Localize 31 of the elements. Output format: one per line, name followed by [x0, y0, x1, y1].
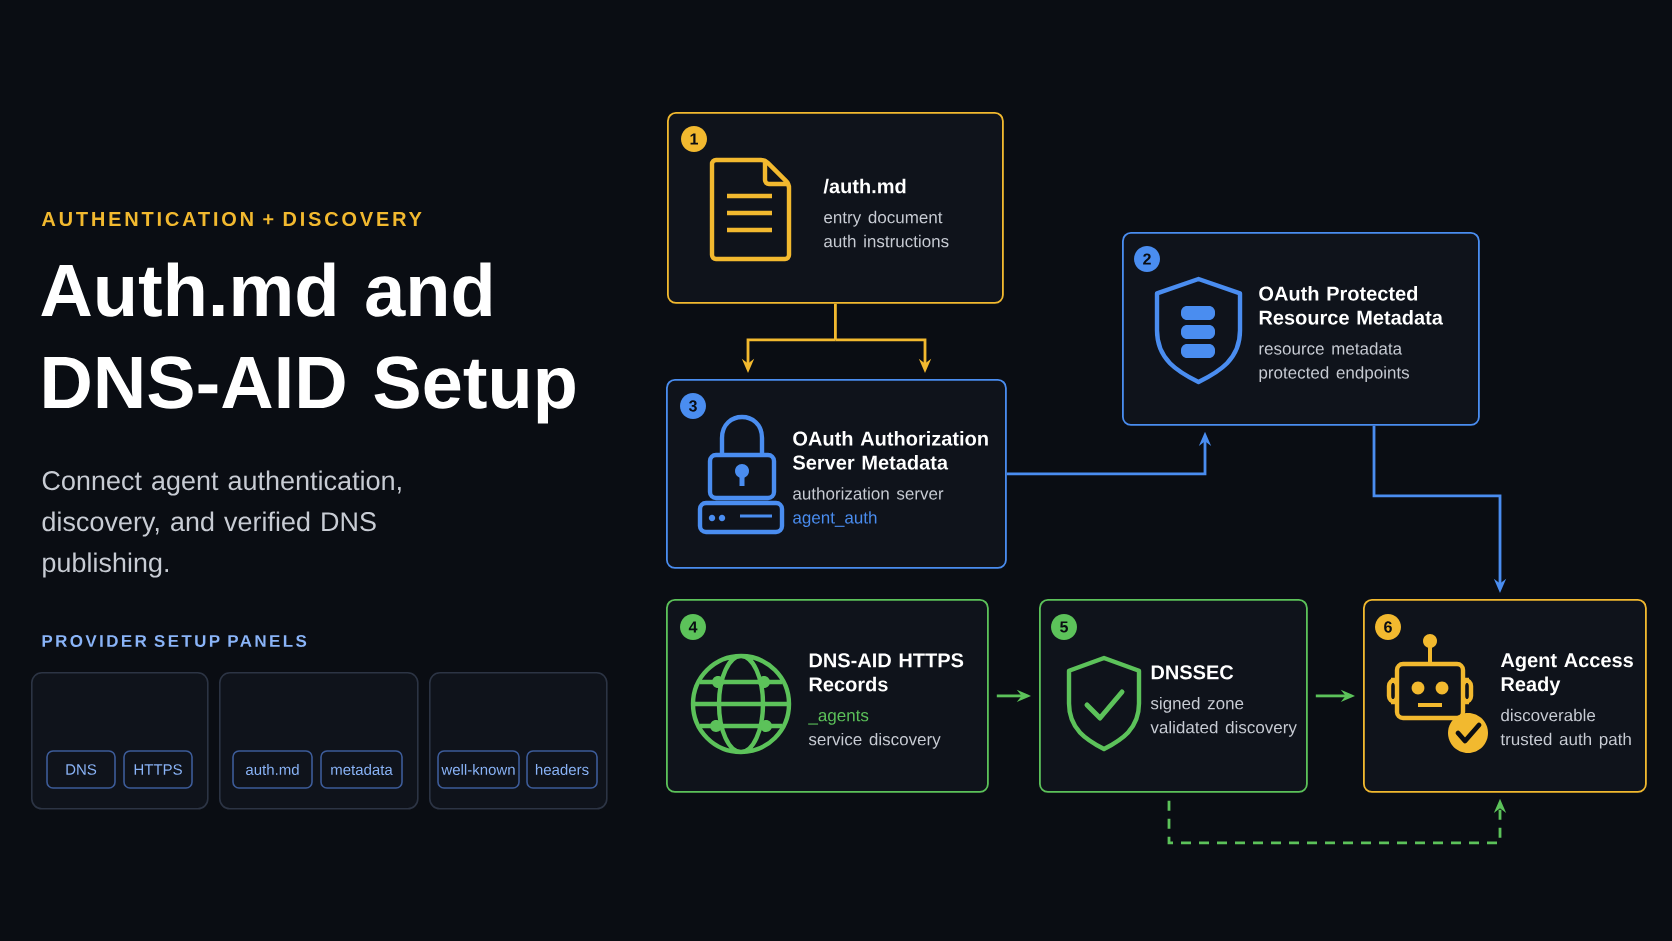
tag-chip: metadata: [320, 750, 403, 789]
step-description: validated discovery: [1150, 720, 1297, 737]
step-description: _agents: [808, 710, 869, 725]
tag-chip: DNS: [46, 750, 116, 789]
section-heading: PROVIDER SETUP PANELS: [42, 635, 307, 647]
subtitle: Connect agent authentication, discovery, and verified DNS publishing.: [42, 470, 401, 578]
step-description: signed zone: [1150, 696, 1244, 713]
step-description: agent_auth: [793, 511, 877, 527]
step-title: OAuth Authorization Server Metadata: [792, 431, 988, 470]
step-badge: 6: [1375, 614, 1401, 640]
step-title: DNS-AID HTTPS Records: [809, 653, 964, 692]
step-badge: 5: [1051, 614, 1077, 640]
step-description: entry document auth instructions: [824, 210, 949, 248]
step-description: service discovery: [808, 732, 941, 749]
step-badge: 1: [681, 126, 707, 152]
section-kicker: AUTHENTICATION + DISCOVERY: [41, 211, 422, 227]
step-badge: 4: [680, 614, 706, 640]
step-badge: 2: [1134, 246, 1160, 272]
step-title: /auth.md: [823, 178, 906, 194]
tag-chip: well-known: [437, 750, 520, 789]
tag-chip: HTTPS: [123, 750, 193, 789]
step-description: resource metadata protected endpoints: [1259, 342, 1410, 382]
step-title: DNSSEC: [1151, 665, 1234, 680]
title: Auth.md and DNS-AID Setup: [41, 262, 575, 424]
step-badge: 3: [680, 393, 706, 419]
step-title: Agent Access Ready: [1500, 653, 1633, 696]
step-title: OAuth Protected Resource Metadata: [1259, 286, 1444, 325]
tag-chip: headers: [526, 750, 598, 789]
step-description: discoverable trusted auth path: [1500, 708, 1631, 749]
tag-chip: auth.md: [232, 750, 313, 789]
step-description: authorization server: [793, 487, 944, 500]
